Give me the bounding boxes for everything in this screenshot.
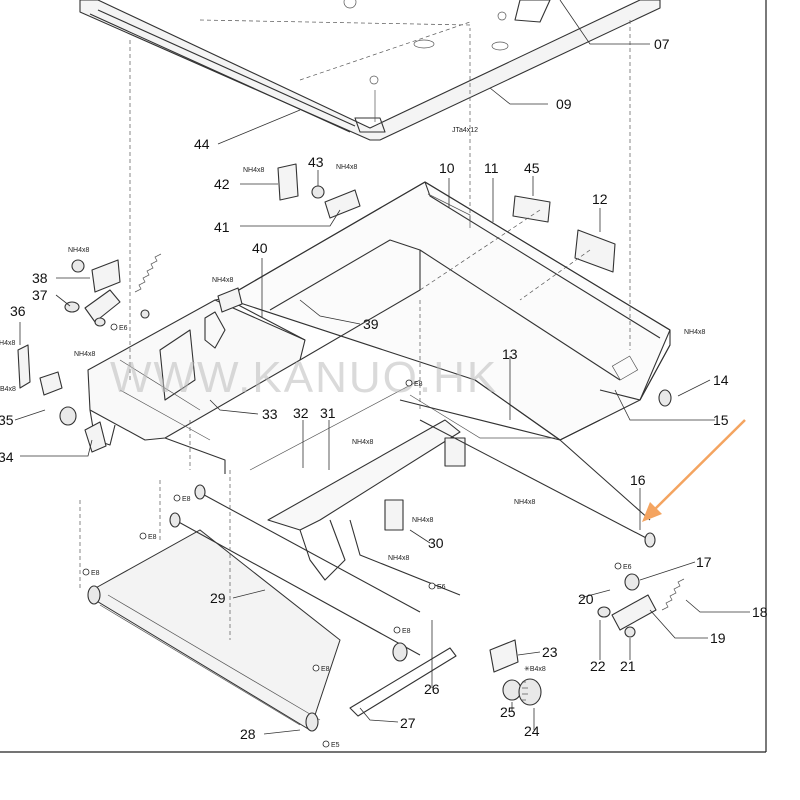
- callout-43: 43: [308, 154, 324, 170]
- callout-38: 38: [32, 270, 48, 286]
- callout-45: 45: [524, 160, 540, 176]
- callout-07: 07: [654, 36, 670, 52]
- fastener-label: NH4x8: [212, 277, 234, 284]
- fastener-label: E8: [148, 534, 157, 541]
- fastener-label: E5: [331, 742, 340, 749]
- bracket-41-42-43: [277, 163, 361, 219]
- callout-32: 32: [293, 405, 309, 421]
- callout-16: 16: [630, 472, 646, 488]
- fastener-label: NH4x8: [68, 247, 90, 254]
- callout-31: 31: [320, 405, 336, 421]
- fastener-label: NH4x8: [74, 351, 96, 358]
- fastener-label: E6: [119, 325, 128, 332]
- callout-27: 27: [400, 715, 416, 731]
- callout-30: 30: [428, 535, 444, 551]
- pointer-arrow: [642, 419, 746, 522]
- fastener-label: E8: [321, 666, 330, 673]
- top-cover-plate: [79, 0, 661, 141]
- fastener-label: NH4x8: [388, 555, 410, 562]
- callout-14: 14: [713, 372, 729, 388]
- central-carriage: [249, 379, 466, 596]
- callout-24: 24: [524, 723, 540, 739]
- fastener-label: E8: [91, 570, 100, 577]
- callout-09: 09: [556, 96, 572, 112]
- fastener-label: E8: [182, 496, 191, 503]
- callout-35: 35: [0, 412, 14, 428]
- callout-25: 25: [500, 704, 516, 720]
- label-plates: [512, 195, 616, 273]
- alignment-lines: [79, 20, 631, 640]
- callout-44: 44: [194, 136, 210, 152]
- leader-lines: [14, 0, 750, 735]
- callout-37: 37: [32, 287, 48, 303]
- fastener-label: NH4x8: [243, 167, 265, 174]
- e-ring-markers: E6 E8 E8 E8 E8 E6 E8 E6 E8 E5: [82, 323, 632, 749]
- callout-33: 33: [262, 406, 278, 422]
- callout-39: 39: [363, 316, 379, 332]
- callout-28: 28: [240, 726, 256, 742]
- right-mechanism: [419, 389, 685, 706]
- callout-23: 23: [542, 644, 558, 660]
- fastener-label: NH4x8: [336, 164, 358, 171]
- callout-15: 15: [713, 412, 729, 428]
- callout-34: 34: [0, 449, 14, 465]
- watermark: WWW.KANUO.HK: [110, 353, 498, 402]
- fastener-label: E6: [623, 564, 632, 571]
- callout-20: 20: [578, 591, 594, 607]
- callout-11: 11: [484, 160, 499, 176]
- callout-40: 40: [252, 240, 268, 256]
- fastener-labels: JTa4x12 NH4x8 NH4x8 NH4x8 NH4x8 NH4x8 NH…: [0, 127, 706, 673]
- callout-12: 12: [592, 191, 608, 207]
- fastener-label: NH4x8: [514, 499, 536, 506]
- callout-22: 22: [590, 658, 606, 674]
- fastener-label: ✳B4x8: [524, 665, 546, 673]
- fastener-label: NH4x8: [352, 439, 374, 446]
- callout-18: 18: [752, 604, 768, 620]
- callout-21: 21: [620, 658, 636, 674]
- belt-unit: [87, 484, 457, 732]
- fastener-label: B4x8: [0, 386, 16, 393]
- callout-17: 17: [696, 554, 712, 570]
- callout-26: 26: [424, 681, 440, 697]
- fastener-label: E8: [414, 381, 423, 388]
- callout-19: 19: [710, 630, 726, 646]
- callout-10: 10: [439, 160, 455, 176]
- fastener-label: NH4x8: [412, 517, 434, 524]
- callout-numbers: 07 09 44 42 43 41 10 11 45 12 40 39 38 3…: [0, 36, 768, 742]
- callout-13: 13: [502, 346, 518, 362]
- fastener-label: E6: [437, 584, 446, 591]
- fastener-label: NH4x8: [684, 329, 706, 336]
- callout-41: 41: [214, 219, 230, 235]
- fastener-label: JTa4x12: [452, 127, 478, 134]
- main-frame: [224, 181, 671, 521]
- fastener-label: NH4x8: [0, 340, 16, 347]
- fastener-label: E8: [402, 628, 411, 635]
- callout-42: 42: [214, 176, 230, 192]
- callout-36: 36: [10, 303, 26, 319]
- callout-29: 29: [210, 590, 226, 606]
